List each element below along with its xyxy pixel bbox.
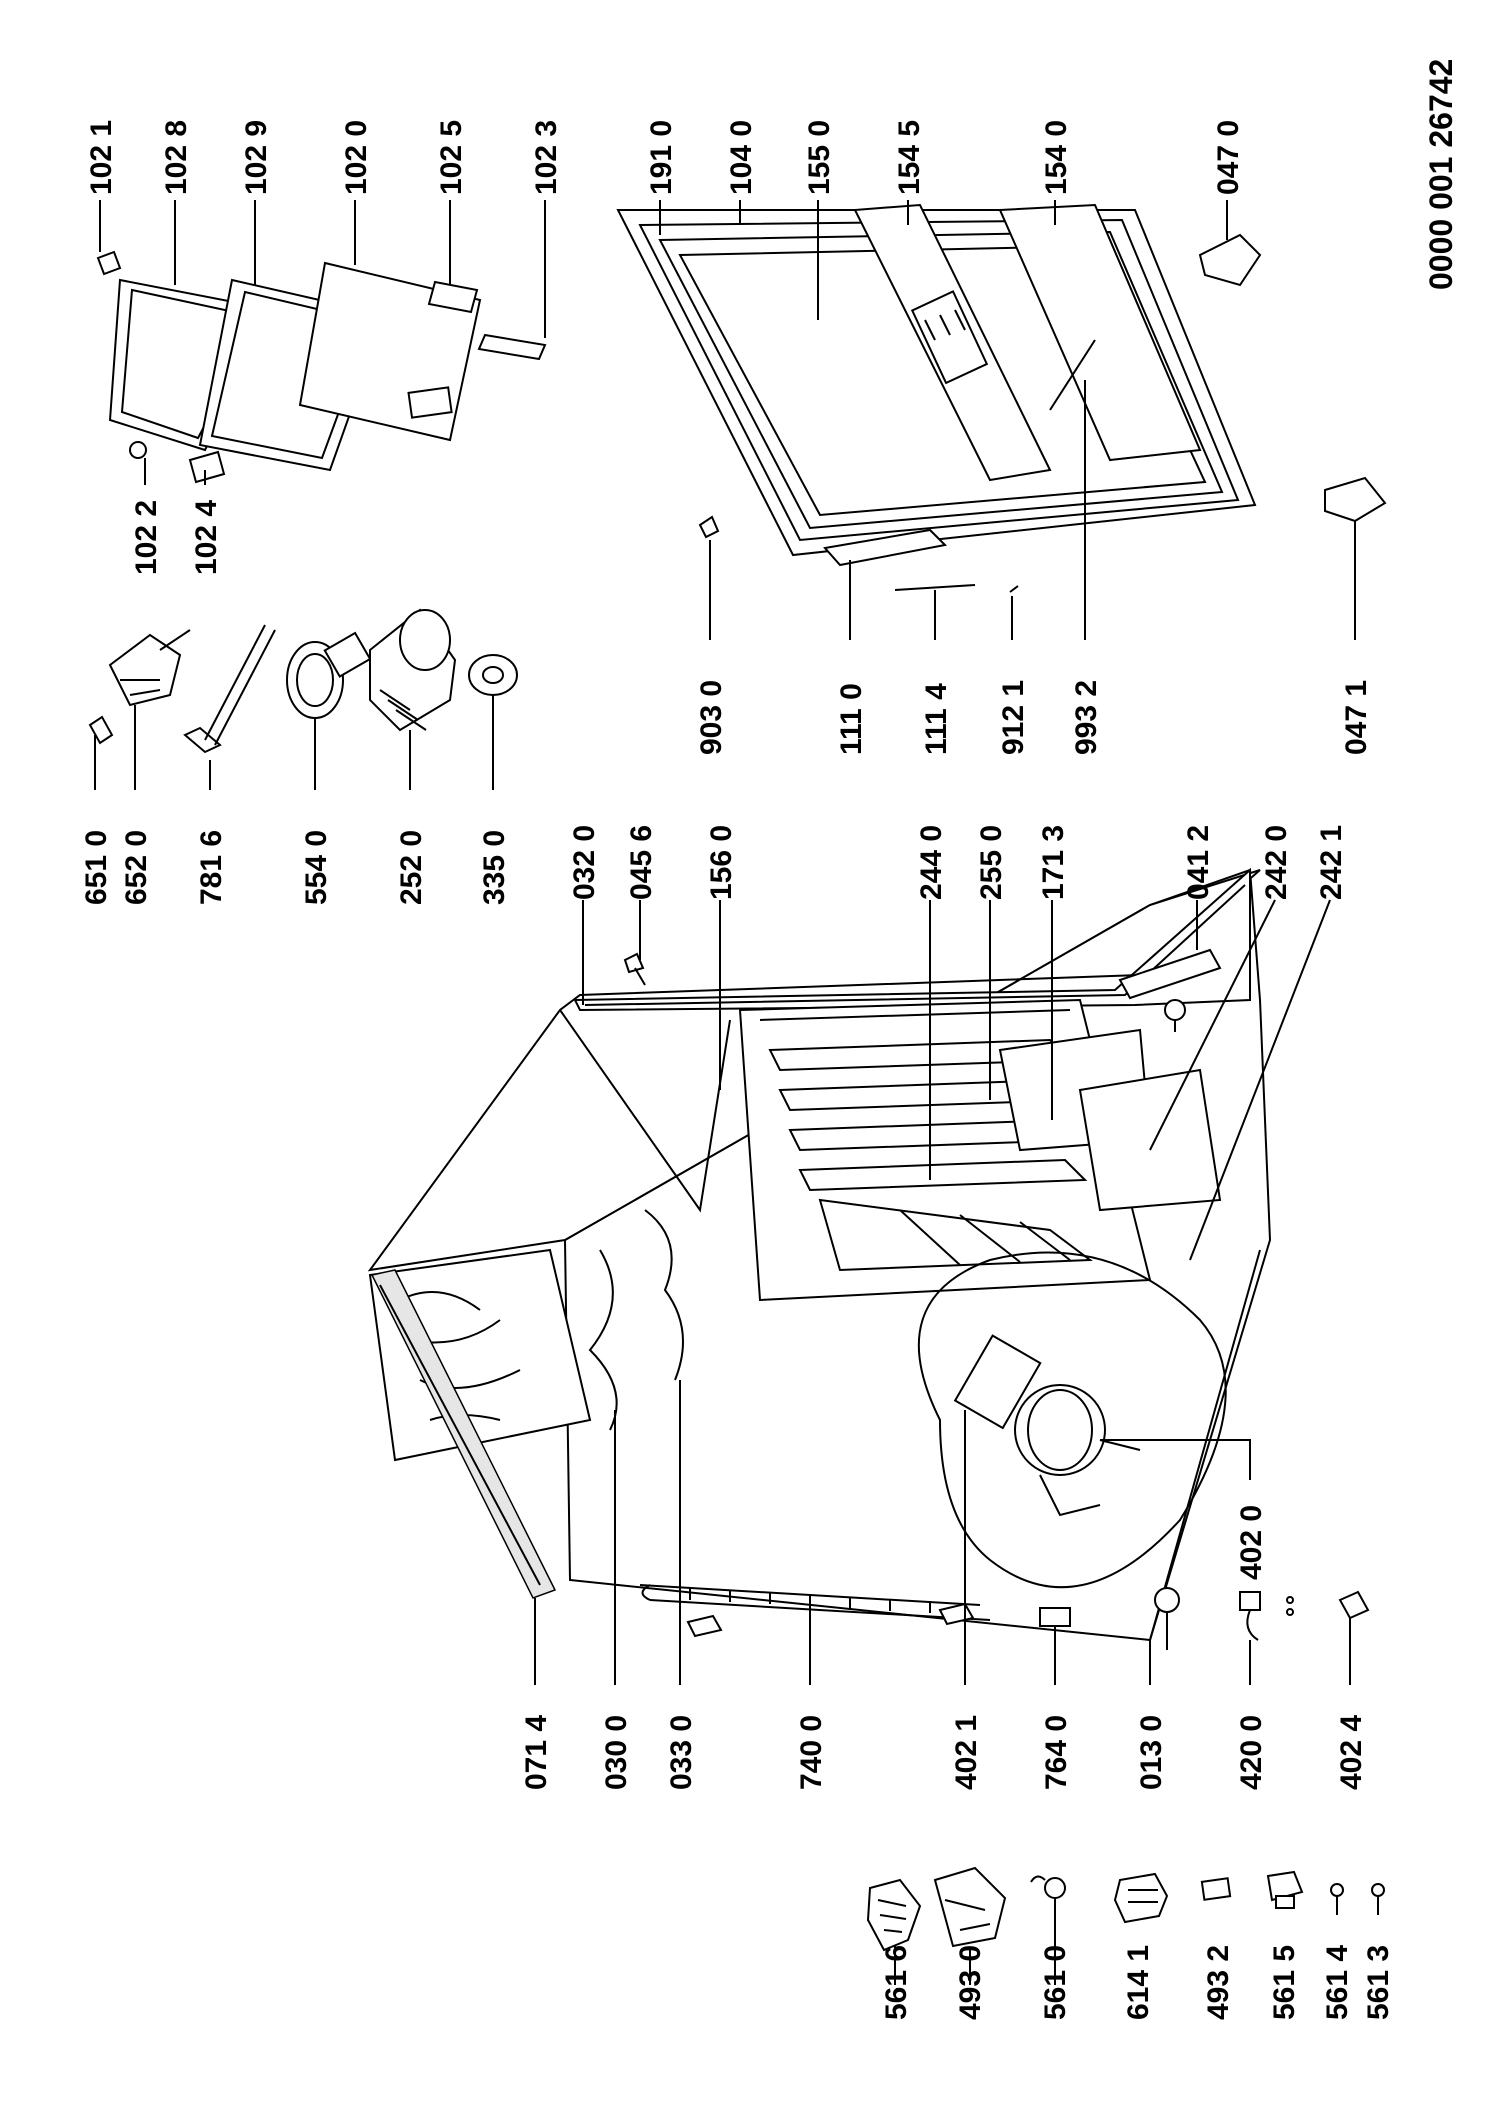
part-493-2-holder	[1200, 1877, 1232, 1901]
label-033-0: 033 0	[665, 1715, 698, 1790]
label-651-0: 651 0	[80, 830, 113, 905]
part-335-0-knob	[468, 654, 518, 696]
label-047-1: 047 1	[1340, 680, 1373, 755]
part-561-0-knob	[1030, 1875, 1066, 1985]
label-993-2: 993 2	[1070, 680, 1103, 755]
part-047-0-hinge	[1198, 233, 1262, 287]
label-102-3: 102 3	[530, 120, 563, 195]
part-041-2-hinge	[1118, 948, 1222, 1032]
label-154-0: 154 0	[1040, 120, 1073, 195]
label-102-5: 102 5	[435, 120, 468, 195]
label-102-9: 102 9	[240, 120, 273, 195]
compressor-bay	[917, 1251, 1227, 1589]
part-554-0-fan	[286, 631, 372, 719]
part-781-6-tube	[183, 624, 276, 754]
part-561-4-pin	[1330, 1883, 1344, 1915]
label-041-2: 041 2	[1182, 825, 1215, 900]
part-402-4-clip	[1338, 1590, 1370, 1620]
part-013-0-relay	[1154, 1587, 1180, 1650]
label-102-4: 102 4	[190, 500, 223, 575]
label-102-2: 102 2	[130, 500, 163, 575]
label-242-1: 242 1	[1315, 825, 1348, 900]
label-154-5: 154 5	[893, 120, 926, 195]
label-561-0: 561 0	[1039, 1945, 1072, 2020]
label-781-6: 781 6	[195, 830, 228, 905]
part-102-1-hinge-pin	[96, 250, 122, 276]
label-071-4: 071 4	[520, 1715, 553, 1790]
part-045-6-screw	[623, 952, 646, 986]
label-764-0: 764 0	[1040, 1715, 1073, 1790]
main-door	[616, 203, 1257, 593]
label-493-2: 493 2	[1202, 1945, 1235, 2020]
label-402-1: 402 1	[950, 1715, 983, 1790]
label-420-0: 420 0	[1235, 1715, 1268, 1790]
label-561-4: 561 4	[1321, 1945, 1354, 2020]
document-code: 0000 001 26742	[1423, 59, 1459, 290]
label-102-8: 102 8	[160, 120, 193, 195]
part-102-4-label	[188, 450, 226, 484]
label-561-3: 561 3	[1362, 1945, 1395, 2020]
label-102-1: 102 1	[85, 120, 118, 195]
label-561-5: 561 5	[1268, 1945, 1301, 2020]
label-030-0: 030 0	[600, 1715, 633, 1790]
part-903-0-screw	[698, 515, 720, 539]
part-614-1-switch	[1113, 1872, 1169, 1924]
label-191-0: 191 0	[645, 120, 678, 195]
part-102-5-plate	[427, 280, 479, 314]
label-255-0: 255 0	[975, 825, 1008, 900]
label-032-0: 032 0	[568, 825, 601, 900]
part-493-0-cover	[933, 1866, 1007, 1985]
part-102-0-door-panel	[298, 261, 482, 442]
label-561-6: 561 6	[880, 1945, 913, 2020]
part-561-3-pin	[1371, 1883, 1385, 1915]
label-155-0: 155 0	[803, 120, 836, 195]
label-335-0: 335 0	[478, 830, 511, 905]
label-156-0: 156 0	[705, 825, 738, 900]
label-912-1: 912 1	[997, 680, 1030, 755]
part-047-1-hinge	[1324, 476, 1387, 523]
label-171-3: 171 3	[1037, 825, 1070, 900]
label-614-1: 614 1	[1122, 1945, 1155, 2020]
part-252-0-thermostat-housing	[369, 608, 457, 732]
label-252-0: 252 0	[395, 830, 428, 905]
label-554-0: 554 0	[300, 830, 333, 905]
part-764-0-drier	[1039, 1607, 1071, 1627]
label-045-6: 045 6	[625, 825, 658, 900]
label-740-0: 740 0	[795, 1715, 828, 1790]
label-047-0: 047 0	[1212, 120, 1245, 195]
label-402-4: 402 4	[1335, 1715, 1368, 1790]
label-102-0: 102 0	[340, 120, 373, 195]
part-561-5-bracket	[1266, 1870, 1304, 1909]
label-111-4: 111 4	[920, 683, 953, 755]
label-493-0: 493 0	[954, 1945, 987, 2020]
label-652-0: 652 0	[120, 830, 153, 905]
label-013-0: 013 0	[1135, 1715, 1168, 1790]
label-111-0: 111 0	[835, 683, 868, 755]
label-244-0: 244 0	[915, 825, 948, 900]
part-652-0-lamp-holder	[108, 629, 191, 707]
leader-lines	[94, 200, 1356, 1990]
part-102-2-screw	[129, 441, 147, 459]
label-242-0: 242 0	[1260, 825, 1293, 900]
part-420-0-capacitor	[1239, 1591, 1294, 1641]
label-402-0: 402 0	[1235, 1505, 1268, 1580]
label-903-0: 903 0	[695, 680, 728, 755]
part-651-0-bulb	[88, 715, 114, 745]
part-102-3-handle	[477, 333, 547, 361]
part-561-6-thermostat	[866, 1878, 922, 1985]
label-104-0: 104 0	[725, 120, 758, 195]
